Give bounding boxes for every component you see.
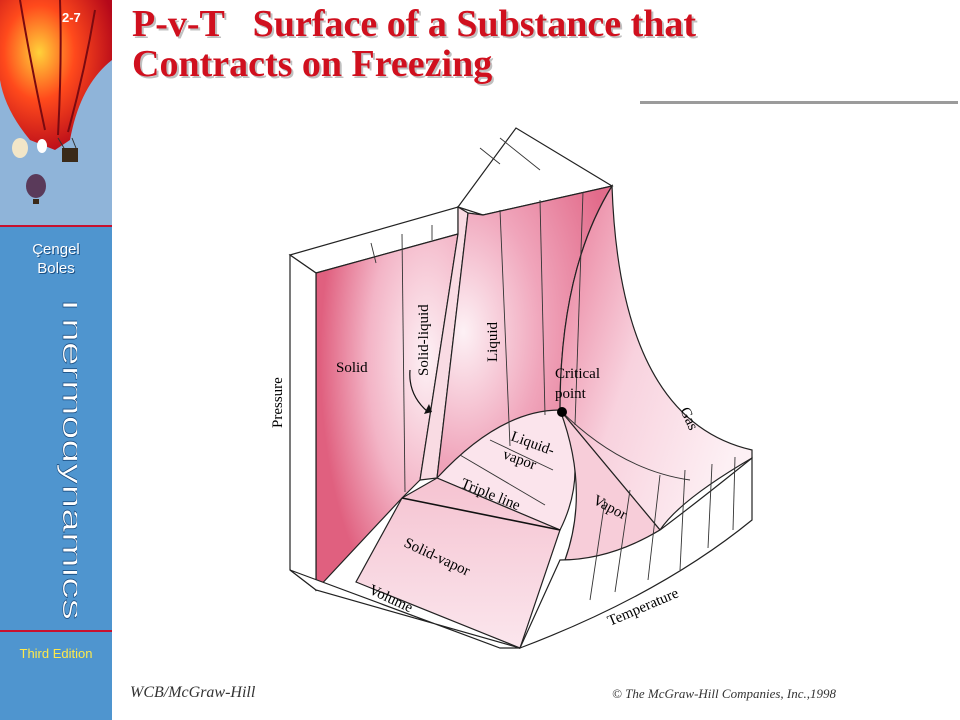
label-solid-liquid: Solid-liquid (416, 304, 432, 376)
edition-label: Third Edition (19, 646, 93, 661)
slide-title-line-1: P-v-T Surface of a Substance that (132, 3, 697, 45)
label-solid: Solid (336, 360, 368, 376)
surface-shading (288, 127, 753, 650)
sidebar-divider-bottom (0, 630, 112, 632)
solid-liquid-arrow (409, 369, 429, 413)
sidebar: 2-7 Çengel Boles Thermodynamics Third Ed… (0, 0, 112, 720)
pvt-surface-diagram: Solid Solid-liquid Liquid Critical point… (270, 127, 753, 650)
book-title: Thermodynamics (56, 292, 77, 620)
sidebar-divider-top (0, 225, 112, 227)
slide-title: P-v-T Surface of a Substance that Contra… (132, 4, 952, 84)
author-boles: Boles (37, 260, 75, 277)
arrowhead (424, 404, 432, 414)
critical-point-dot (557, 407, 567, 417)
slide-title-line-2: Contracts on Freezing (132, 43, 493, 85)
hot-air-balloons-image (0, 0, 112, 225)
footer-copyright: © The McGraw-Hill Companies, Inc.,1998 (612, 686, 836, 701)
footer-publisher: WCB/McGraw-Hill (130, 684, 256, 701)
book-title-text: Thermodynamics (56, 292, 77, 620)
label-liquid: Liquid (485, 322, 501, 362)
slide-number: 2-7 (62, 10, 81, 25)
label-pressure: Pressure (270, 377, 286, 428)
author-cengel: Çengel (32, 241, 80, 258)
triple-line (401, 497, 561, 531)
label-critical-point-1: Critical (555, 366, 600, 382)
authors: Çengel Boles (0, 240, 112, 278)
label-critical-point-2: point (555, 386, 587, 402)
constant-temperature-lines (370, 137, 736, 601)
title-underline (640, 101, 958, 104)
